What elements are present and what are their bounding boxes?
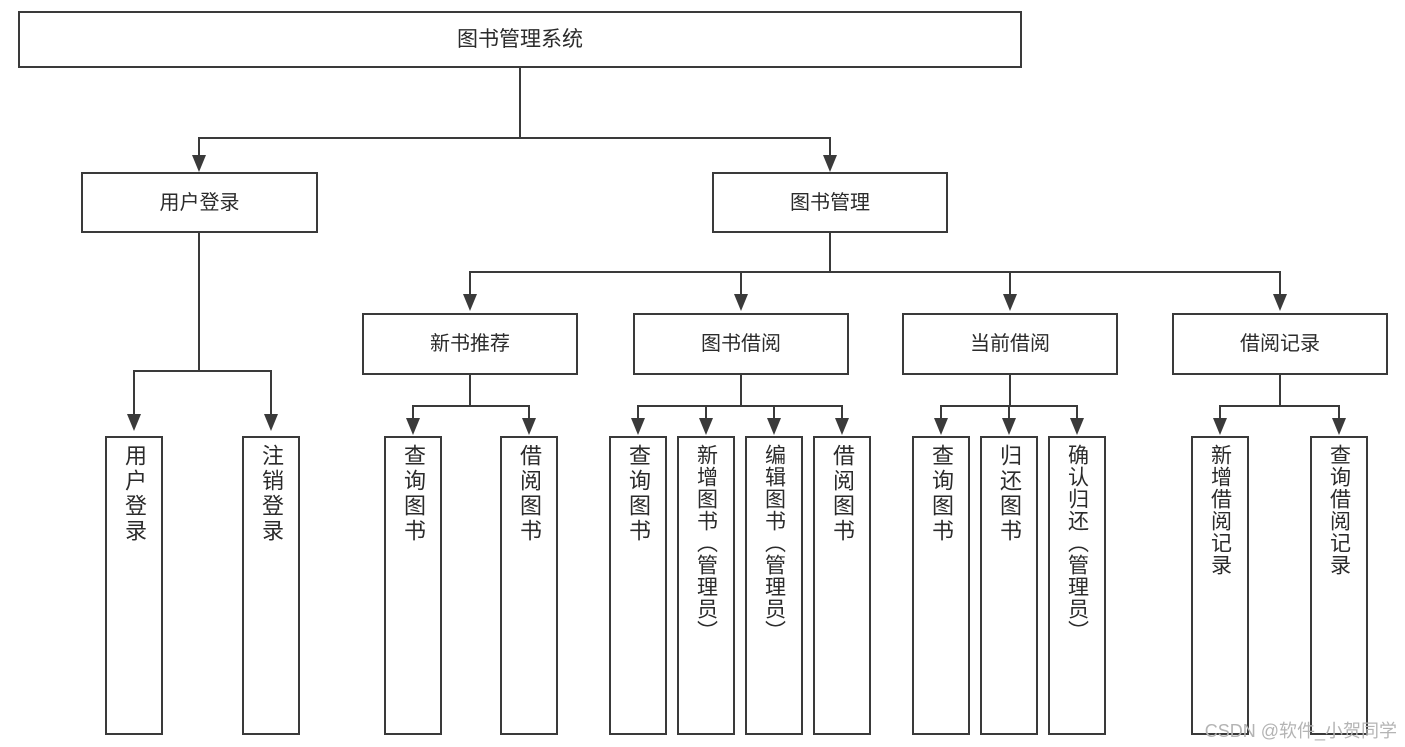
arrowhead-to-bb-3 [767, 418, 781, 435]
node-label: 归还图书 [997, 444, 1022, 544]
connector-lvl2-drop-1 [469, 271, 471, 295]
arrowhead-to-cb-2 [1002, 418, 1016, 435]
arrowhead-to-new-book [463, 294, 477, 311]
node-label: 编辑图书（管理员） [762, 444, 786, 642]
leaf-current-borrow-1[interactable]: 查询图书 [912, 436, 970, 735]
connector-current-borrow-drop-3 [1076, 405, 1078, 419]
connector-new-book-drop-1 [412, 405, 414, 419]
node-label: 新书推荐 [430, 333, 510, 355]
arrowhead-to-cb-3 [1070, 418, 1084, 435]
connector-lvl2-drop-3 [1009, 271, 1011, 295]
leaf-borrow-book-3[interactable]: 编辑图书（管理员） [745, 436, 803, 735]
arrowhead-to-cb-1 [934, 418, 948, 435]
connector-borrow-record-drop-2 [1338, 405, 1340, 419]
connector-borrow-book-drop-3 [773, 405, 775, 419]
node-label: 查询图书 [929, 444, 954, 544]
connector-lvl2-drop-4 [1279, 271, 1281, 295]
leaf-borrow-record-1[interactable]: 新增借阅记录 [1191, 436, 1249, 735]
connector-borrow-record-bus [1219, 405, 1339, 407]
leaf-user-login-1[interactable]: 用户登录 [105, 436, 163, 735]
leaf-user-login-2[interactable]: 注销登录 [242, 436, 300, 735]
arrowhead-to-borrow-record [1273, 294, 1287, 311]
node-label: 新增图书（管理员） [694, 444, 718, 642]
node-user-login[interactable]: 用户登录 [81, 172, 318, 233]
connector-new-book-stem [469, 375, 471, 406]
connector-borrow-book-drop-2 [705, 405, 707, 419]
node-label: 查询图书 [401, 444, 426, 544]
arrowhead-to-user-login [192, 155, 206, 172]
connector-book-mgmt-stem [829, 233, 831, 272]
node-label: 借阅记录 [1240, 333, 1320, 355]
node-root-system[interactable]: 图书管理系统 [18, 11, 1022, 68]
connector-root-bus [198, 137, 831, 139]
leaf-current-borrow-3[interactable]: 确认归还（管理员） [1048, 436, 1106, 735]
node-book-borrow[interactable]: 图书借阅 [633, 313, 849, 375]
node-label: 注销登录 [259, 444, 284, 544]
node-label: 查询借阅记录 [1327, 444, 1351, 576]
connector-root-drop-1 [198, 137, 200, 157]
connector-user-login-bus [133, 370, 271, 372]
node-label: 确认归还（管理员） [1065, 444, 1089, 642]
connector-borrow-book-drop-4 [841, 405, 843, 419]
connector-borrow-book-bus [637, 405, 841, 407]
arrowhead-to-current-borrow [1003, 294, 1017, 311]
node-label: 新增借阅记录 [1208, 444, 1232, 576]
leaf-borrow-record-2[interactable]: 查询借阅记录 [1310, 436, 1368, 735]
connector-book-mgmt-bus [469, 271, 1281, 273]
connector-current-borrow-drop-2 [1008, 405, 1010, 419]
arrowhead-to-ul-2 [264, 414, 278, 431]
arrowhead-to-br-1 [1213, 418, 1227, 435]
node-label: 图书管理系统 [457, 27, 583, 51]
leaf-new-book-2[interactable]: 借阅图书 [500, 436, 558, 735]
node-label: 借阅图书 [830, 444, 855, 544]
connector-current-borrow-drop-1 [940, 405, 942, 419]
leaf-current-borrow-2[interactable]: 归还图书 [980, 436, 1038, 735]
arrowhead-to-nb-2 [522, 418, 536, 435]
leaf-borrow-book-4[interactable]: 借阅图书 [813, 436, 871, 735]
arrowhead-to-bb-4 [835, 418, 849, 435]
connector-borrow-record-drop-1 [1219, 405, 1221, 419]
node-label: 当前借阅 [970, 333, 1050, 355]
connector-borrow-record-stem [1279, 375, 1281, 406]
connector-user-login-stem [198, 233, 200, 371]
node-new-book-recommend[interactable]: 新书推荐 [362, 313, 578, 375]
leaf-new-book-1[interactable]: 查询图书 [384, 436, 442, 735]
connector-user-login-drop-2 [270, 370, 272, 415]
connector-borrow-book-drop-1 [637, 405, 639, 419]
connector-root-stem [519, 68, 521, 138]
connector-borrow-book-stem [740, 375, 742, 406]
connector-lvl2-drop-2 [740, 271, 742, 295]
node-label: 查询图书 [626, 444, 651, 544]
node-label: 借阅图书 [517, 444, 542, 544]
arrowhead-to-bb-2 [699, 418, 713, 435]
node-label: 用户登录 [122, 444, 147, 544]
connector-new-book-bus [412, 405, 529, 407]
node-label: 用户登录 [159, 191, 240, 214]
leaf-borrow-book-2[interactable]: 新增图书（管理员） [677, 436, 735, 735]
connector-current-borrow-stem [1009, 375, 1011, 406]
connector-new-book-drop-2 [528, 405, 530, 419]
arrowhead-to-br-2 [1332, 418, 1346, 435]
arrowhead-to-ul-1 [127, 414, 141, 431]
node-current-borrow[interactable]: 当前借阅 [902, 313, 1118, 375]
arrowhead-to-nb-1 [406, 418, 420, 435]
arrowhead-to-bb-1 [631, 418, 645, 435]
node-borrow-record[interactable]: 借阅记录 [1172, 313, 1388, 375]
arrowhead-to-borrow-book [734, 294, 748, 311]
node-label: 图书管理 [790, 191, 870, 214]
leaf-borrow-book-1[interactable]: 查询图书 [609, 436, 667, 735]
node-book-management[interactable]: 图书管理 [712, 172, 948, 233]
arrowhead-to-book-mgmt [823, 155, 837, 172]
connector-user-login-drop-1 [133, 370, 135, 415]
node-label: 图书借阅 [701, 333, 781, 355]
connector-root-drop-2 [829, 137, 831, 157]
